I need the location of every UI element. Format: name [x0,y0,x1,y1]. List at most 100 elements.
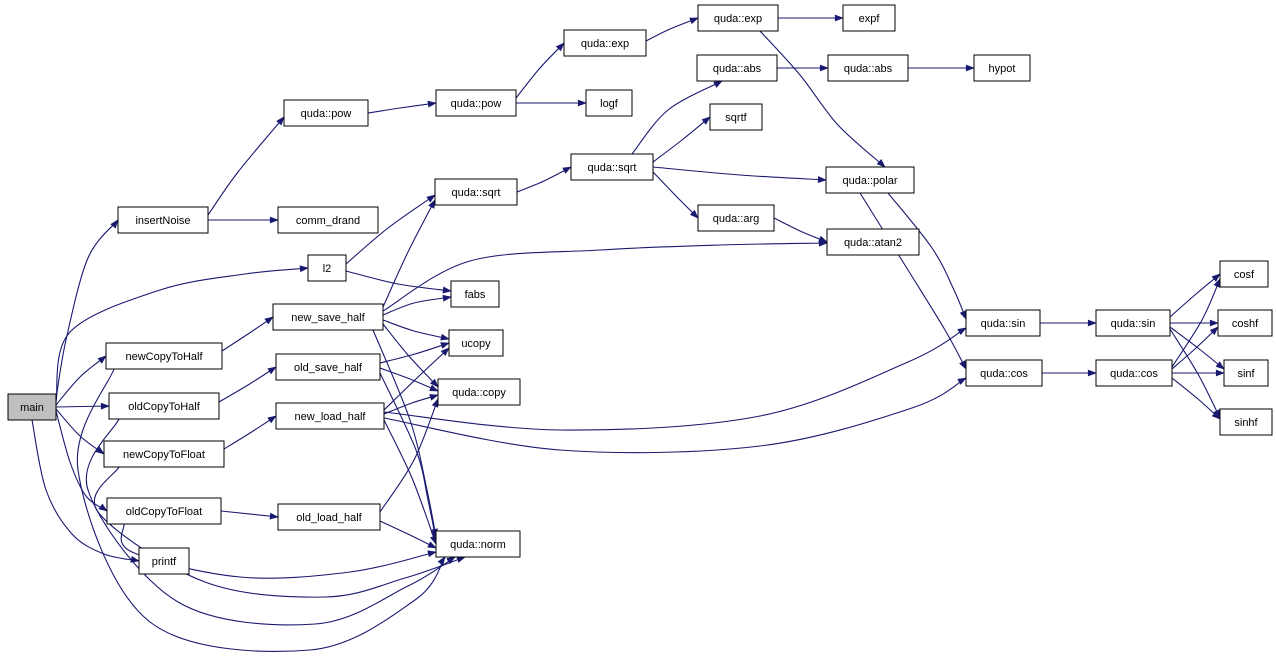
node-copy[interactable]: quda::copy [437,378,521,406]
node-label: oldCopyToFloat [126,506,202,518]
node-new_load_half[interactable]: new_load_half [275,402,385,430]
node-box [138,547,190,575]
node-ucopy[interactable]: ucopy [448,329,504,357]
node-cos2[interactable]: quda::cos [1095,359,1173,387]
node-sin2[interactable]: quda::sin [1095,309,1171,337]
node-box [450,280,500,308]
node-box [435,530,521,558]
node-newCopyToHalf[interactable]: newCopyToHalf [105,342,223,370]
node-sinhf[interactable]: sinhf [1219,408,1273,436]
edge-arg-to-atan2 [773,217,828,243]
node-polar[interactable]: quda::polar [825,166,915,194]
node-label: quda::sqrt [452,187,501,199]
node-label: quda::sqrt [588,162,637,174]
edge-sqrt2-to-polar [652,166,827,183]
edge-cos2-to-cosf [1171,278,1221,368]
node-box [696,54,778,82]
edge-polar-to-sin1 [887,192,967,320]
edge-sqrt1-to-sqrt2 [516,166,572,193]
node-label: sqrtf [725,112,747,124]
node-exp2[interactable]: quda::exp [697,4,779,32]
node-box [117,206,209,234]
node-abs2[interactable]: quda::abs [827,54,909,82]
node-box [1095,309,1171,337]
node-box [283,99,369,127]
node-arg[interactable]: quda::arg [697,204,775,232]
node-pow1[interactable]: quda::pow [283,99,369,127]
edge-pow2-to-exp1 [515,42,565,99]
node-box [973,54,1031,82]
node-box [448,329,504,357]
node-box [105,342,223,370]
node-sqrtf[interactable]: sqrtf [709,103,763,131]
node-box [697,204,775,232]
node-box [277,206,379,234]
node-box [1223,359,1269,387]
node-label: quda::polar [842,175,897,187]
node-label: quda::pow [301,108,352,120]
node-l2[interactable]: l2 [307,254,347,282]
node-abs1[interactable]: quda::abs [696,54,778,82]
edge-sqrt2-to-abs1 [631,80,723,155]
node-sin1[interactable]: quda::sin [965,309,1041,337]
node-insertNoise[interactable]: insertNoise [117,206,209,234]
node-box [827,54,909,82]
node-cosf[interactable]: cosf [1219,260,1269,288]
node-sqrt2[interactable]: quda::sqrt [570,153,654,181]
node-label: newCopyToHalf [125,351,203,363]
node-box [275,402,385,430]
edge-sin2-to-sinhf [1169,328,1221,419]
node-box [7,393,57,421]
node-atan2[interactable]: quda::atan2 [826,228,920,256]
edge-old_save_half-to-copy [379,367,439,392]
node-label: quda::atan2 [844,237,902,249]
node-box [965,359,1043,387]
node-sqrt1[interactable]: quda::sqrt [434,178,518,206]
node-label: insertNoise [135,215,190,227]
edge-main-to-insertNoise [55,219,119,400]
node-printf[interactable]: printf [138,547,190,575]
edge-oldCopyToHalf-to-norm [85,418,456,626]
edge-sin2-to-sinf [1169,326,1225,370]
node-expf[interactable]: expf [842,4,896,32]
node-box [563,29,647,57]
node-main[interactable]: main [7,393,57,421]
node-sinf[interactable]: sinf [1223,359,1269,387]
node-oldCopyToHalf[interactable]: oldCopyToHalf [108,392,220,420]
edge-new_load_half-to-copy [383,394,439,415]
node-label: ucopy [461,338,491,350]
node-label: sinhf [1234,417,1258,429]
node-box [585,89,633,117]
node-label: quda::norm [450,539,506,551]
node-label: quda::abs [713,63,762,75]
edge-oldCopyToFloat-to-old_load_half [220,510,279,520]
node-newCopyToFloat[interactable]: newCopyToFloat [103,440,225,468]
node-box [842,4,896,32]
edge-new_save_half-to-atan2 [382,239,828,312]
node-pow2[interactable]: quda::pow [435,89,517,117]
edge-new_load_half-to-norm [383,419,437,545]
node-logf[interactable]: logf [585,89,633,117]
node-box [434,178,518,206]
node-exp1[interactable]: quda::exp [563,29,647,57]
node-norm[interactable]: quda::norm [435,530,521,558]
node-label: old_load_half [296,512,362,524]
edge-oldCopyToHalf-to-old_save_half [218,366,277,403]
node-box [1217,309,1273,337]
node-hypot[interactable]: hypot [973,54,1031,82]
node-cos1[interactable]: quda::cos [965,359,1043,387]
node-oldCopyToFloat[interactable]: oldCopyToFloat [106,497,222,525]
node-new_save_half[interactable]: new_save_half [272,303,384,331]
edge-new_save_half-to-copy [382,323,439,388]
node-box [709,103,763,131]
node-comm_drand[interactable]: comm_drand [277,206,379,234]
edge-insertNoise-to-pow1 [207,116,285,216]
node-old_save_half[interactable]: old_save_half [275,353,381,381]
node-coshf[interactable]: coshf [1217,309,1273,337]
node-old_load_half[interactable]: old_load_half [277,503,381,531]
edge-main-to-oldCopyToFloat [55,410,108,512]
node-fabs[interactable]: fabs [450,280,500,308]
